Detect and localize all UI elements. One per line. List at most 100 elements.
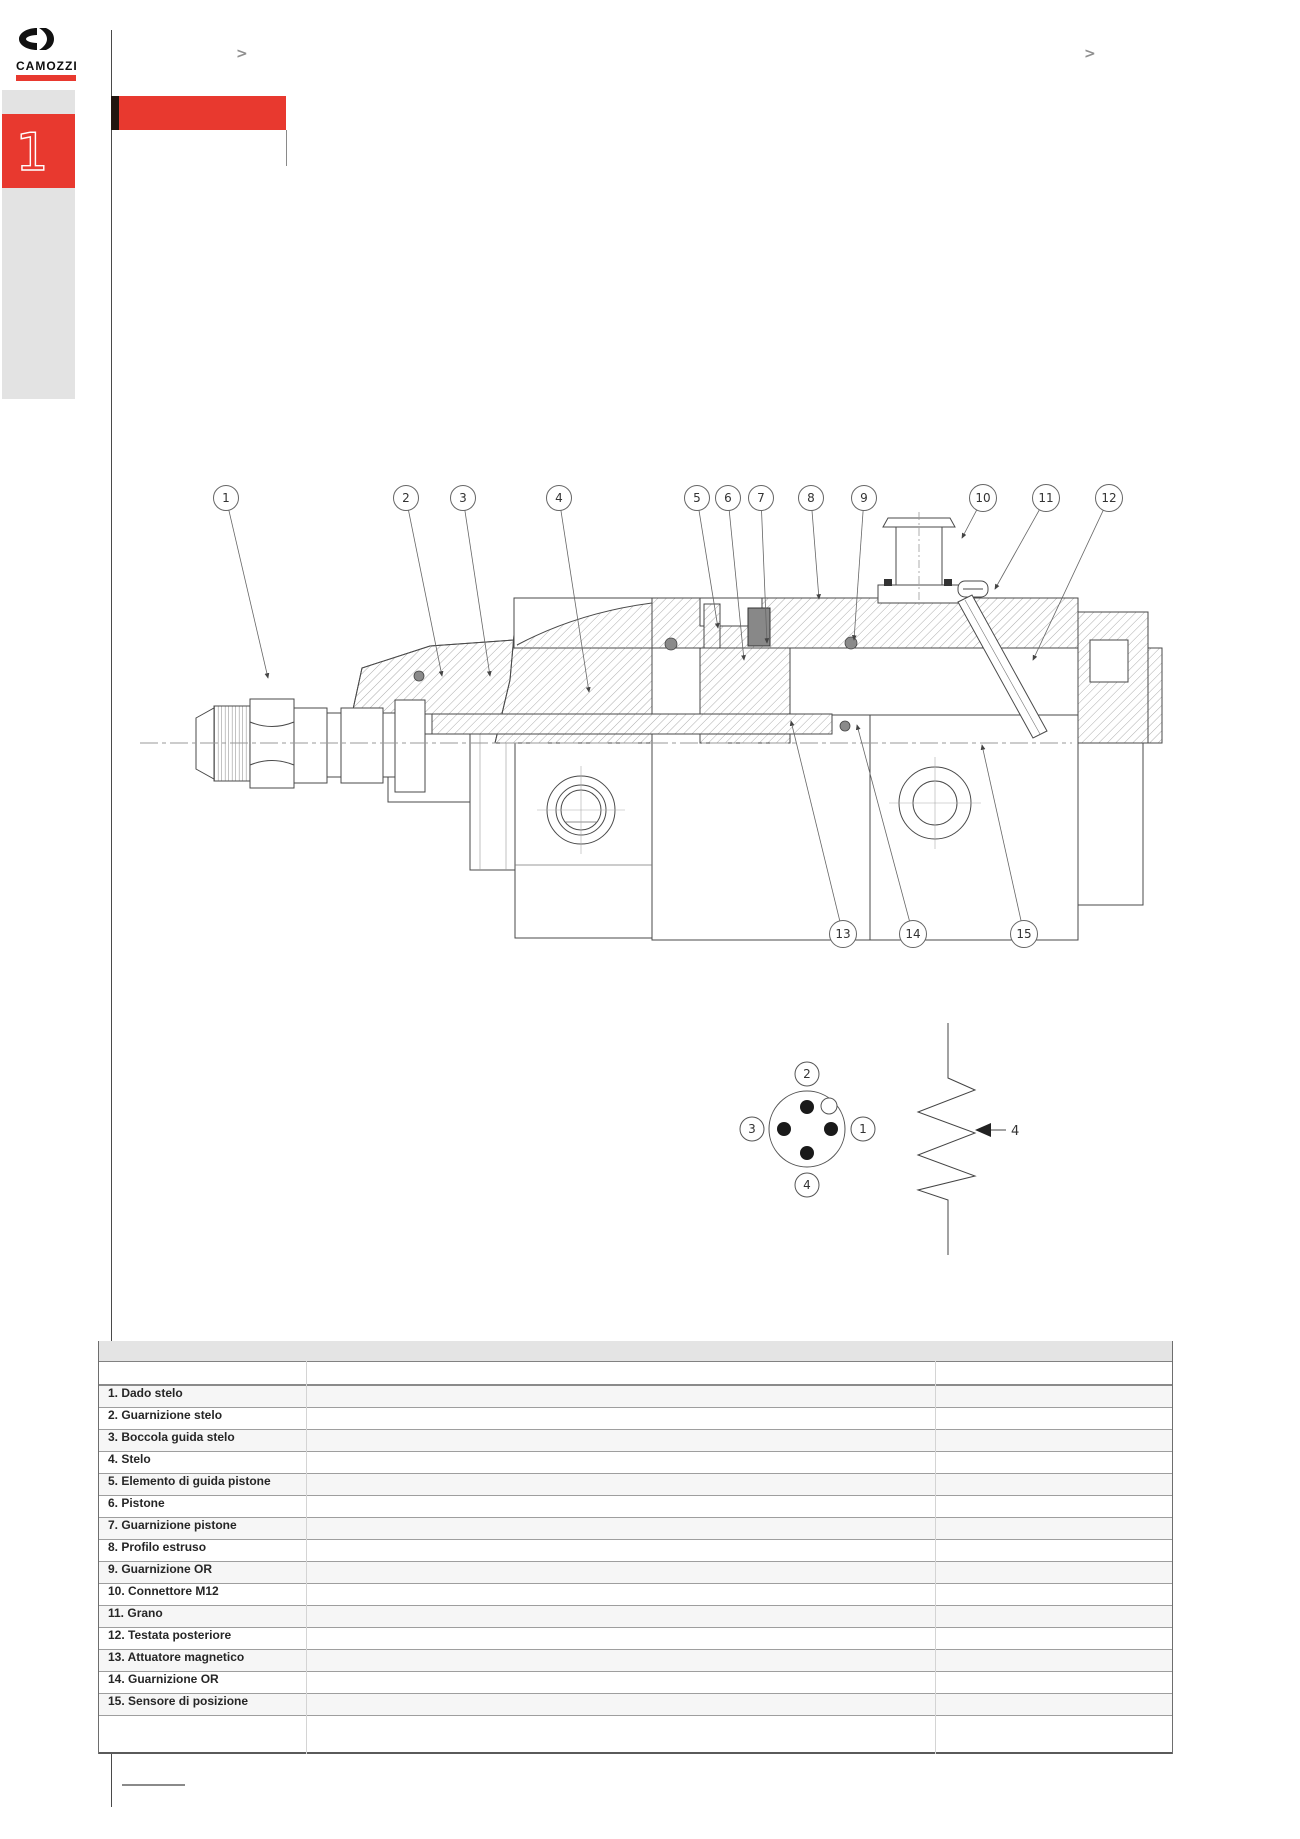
part-label: 12. Testata posteriore xyxy=(108,1628,232,1642)
svg-text:9: 9 xyxy=(860,491,868,505)
pinout-label-bottom: 4 xyxy=(794,1172,820,1198)
camozzi-logo-mark xyxy=(19,28,54,50)
svg-text:14: 14 xyxy=(905,927,920,941)
callout-11: 11 xyxy=(1032,484,1060,512)
chevron-right-icon: > xyxy=(1084,46,1096,62)
svg-text:12: 12 xyxy=(1101,491,1116,505)
section-title-bar xyxy=(111,96,286,130)
table-row: 2. Guarnizione stelo xyxy=(99,1408,1172,1430)
title-bar-tail-line xyxy=(286,130,287,166)
svg-text:2: 2 xyxy=(803,1067,811,1081)
position-sensor xyxy=(957,594,1048,739)
table-row: 11. Grano xyxy=(99,1606,1172,1628)
table-row: 1. Dado stelo xyxy=(99,1386,1172,1408)
table-row: 10. Connettore M12 xyxy=(99,1584,1172,1606)
footer-rule xyxy=(122,1784,185,1786)
callout-9: 9 xyxy=(851,485,877,511)
part-label: 10. Connettore M12 xyxy=(108,1584,219,1598)
table-row: 5. Elemento di guida pistone xyxy=(99,1474,1172,1496)
part-label: 2. Guarnizione stelo xyxy=(108,1408,223,1422)
table-row: 4. Stelo xyxy=(99,1452,1172,1474)
callout-2: 2 xyxy=(393,485,419,511)
callout-1: 1 xyxy=(213,485,239,511)
svg-text:7: 7 xyxy=(757,491,765,505)
callout-14: 14 xyxy=(899,920,927,948)
callout-6: 6 xyxy=(715,485,741,511)
svg-text:13: 13 xyxy=(835,927,850,941)
parts-table: 1. Dado stelo 2. Guarnizione stelo 3. Bo… xyxy=(98,1341,1173,1754)
title-bar-dark-block xyxy=(111,96,119,130)
part-label: 3. Boccola guida stelo xyxy=(108,1430,235,1444)
svg-text:1: 1 xyxy=(15,123,48,183)
sidebar-tab-1: 1 xyxy=(2,114,75,188)
table-row: 6. Pistone xyxy=(99,1496,1172,1518)
m12-connector xyxy=(877,512,989,606)
svg-text:4: 4 xyxy=(555,491,563,505)
pinout-notch xyxy=(820,1097,838,1115)
svg-text:3: 3 xyxy=(459,491,467,505)
callout-15: 15 xyxy=(1010,920,1038,948)
part-label: 6. Pistone xyxy=(108,1496,165,1510)
table-row: 14. Guarnizione OR xyxy=(99,1672,1172,1694)
callout-4: 4 xyxy=(546,485,572,511)
svg-text:15: 15 xyxy=(1016,927,1031,941)
table-row: 15. Sensore di posizione xyxy=(99,1694,1172,1716)
part-label: 5. Elemento di guida pistone xyxy=(108,1474,271,1488)
callout-7: 7 xyxy=(748,485,774,511)
svg-text:1: 1 xyxy=(222,491,230,505)
svg-text:8: 8 xyxy=(807,491,815,505)
callout-bubbles: 1 2 3 4 5 6 7 8 9 10 11 12 13 14 15 xyxy=(213,484,1123,948)
callout-10: 10 xyxy=(969,484,997,512)
svg-text:3: 3 xyxy=(748,1122,756,1136)
cylinder-body xyxy=(387,687,1144,941)
front-port xyxy=(537,766,625,854)
rear-port xyxy=(889,757,981,849)
chevron-right-icon: > xyxy=(236,46,248,62)
pinout-label-left: 3 xyxy=(739,1116,765,1142)
part-label: 9. Guarnizione OR xyxy=(108,1562,213,1576)
parts-table-spacer-row xyxy=(99,1362,1172,1386)
svg-text:5: 5 xyxy=(693,491,701,505)
arrow-marker xyxy=(975,1123,991,1137)
table-column-divider xyxy=(306,1361,307,1754)
sidebar-tab-number: 1 xyxy=(15,122,49,183)
table-row: 7. Guarnizione pistone xyxy=(99,1518,1172,1540)
part-label: 8. Profilo estruso xyxy=(108,1540,207,1554)
table-row: 9. Guarnizione OR xyxy=(99,1562,1172,1584)
pinout-label-right: 1 xyxy=(850,1116,876,1142)
part-label: 11. Grano xyxy=(108,1606,163,1620)
svg-text:1: 1 xyxy=(859,1122,867,1136)
table-row: 13. Attuatore magnetico xyxy=(99,1650,1172,1672)
pin-dots xyxy=(777,1100,838,1160)
table-row: 12. Testata posteriore xyxy=(99,1628,1172,1650)
svg-text:6: 6 xyxy=(724,491,732,505)
callout-3: 3 xyxy=(450,485,476,511)
part-label: 14. Guarnizione OR xyxy=(108,1672,219,1686)
callout-leaders xyxy=(225,497,1110,935)
part-label: 15. Sensore di posizione xyxy=(108,1694,249,1708)
parts-table-header xyxy=(99,1341,1172,1362)
cylinder-cross-section xyxy=(140,512,1163,941)
svg-text:2: 2 xyxy=(402,491,410,505)
part-label: 7. Guarnizione pistone xyxy=(108,1518,237,1532)
svg-text:4: 4 xyxy=(803,1178,811,1192)
table-column-divider xyxy=(935,1361,936,1754)
m12-pinout-diagram: 2 3 1 4 xyxy=(739,1061,876,1198)
camozzi-logo: CAMOZZI xyxy=(16,26,86,81)
svg-text:4: 4 xyxy=(1011,1124,1019,1139)
svg-text:11: 11 xyxy=(1038,491,1053,505)
callout-13: 13 xyxy=(829,920,857,948)
callout-12: 12 xyxy=(1095,484,1123,512)
rear-head xyxy=(1077,611,1163,744)
pinout-label-top: 2 xyxy=(794,1061,820,1087)
svg-text:10: 10 xyxy=(975,491,990,505)
spring-symbol: 4 xyxy=(916,1023,1019,1255)
o-ring-seals xyxy=(413,636,858,732)
brand-name: CAMOZZI xyxy=(16,59,78,73)
part-label: 1. Dado stelo xyxy=(108,1386,183,1400)
extruded-profile xyxy=(651,597,1079,649)
callout-5: 5 xyxy=(684,485,710,511)
callout-8: 8 xyxy=(798,485,824,511)
